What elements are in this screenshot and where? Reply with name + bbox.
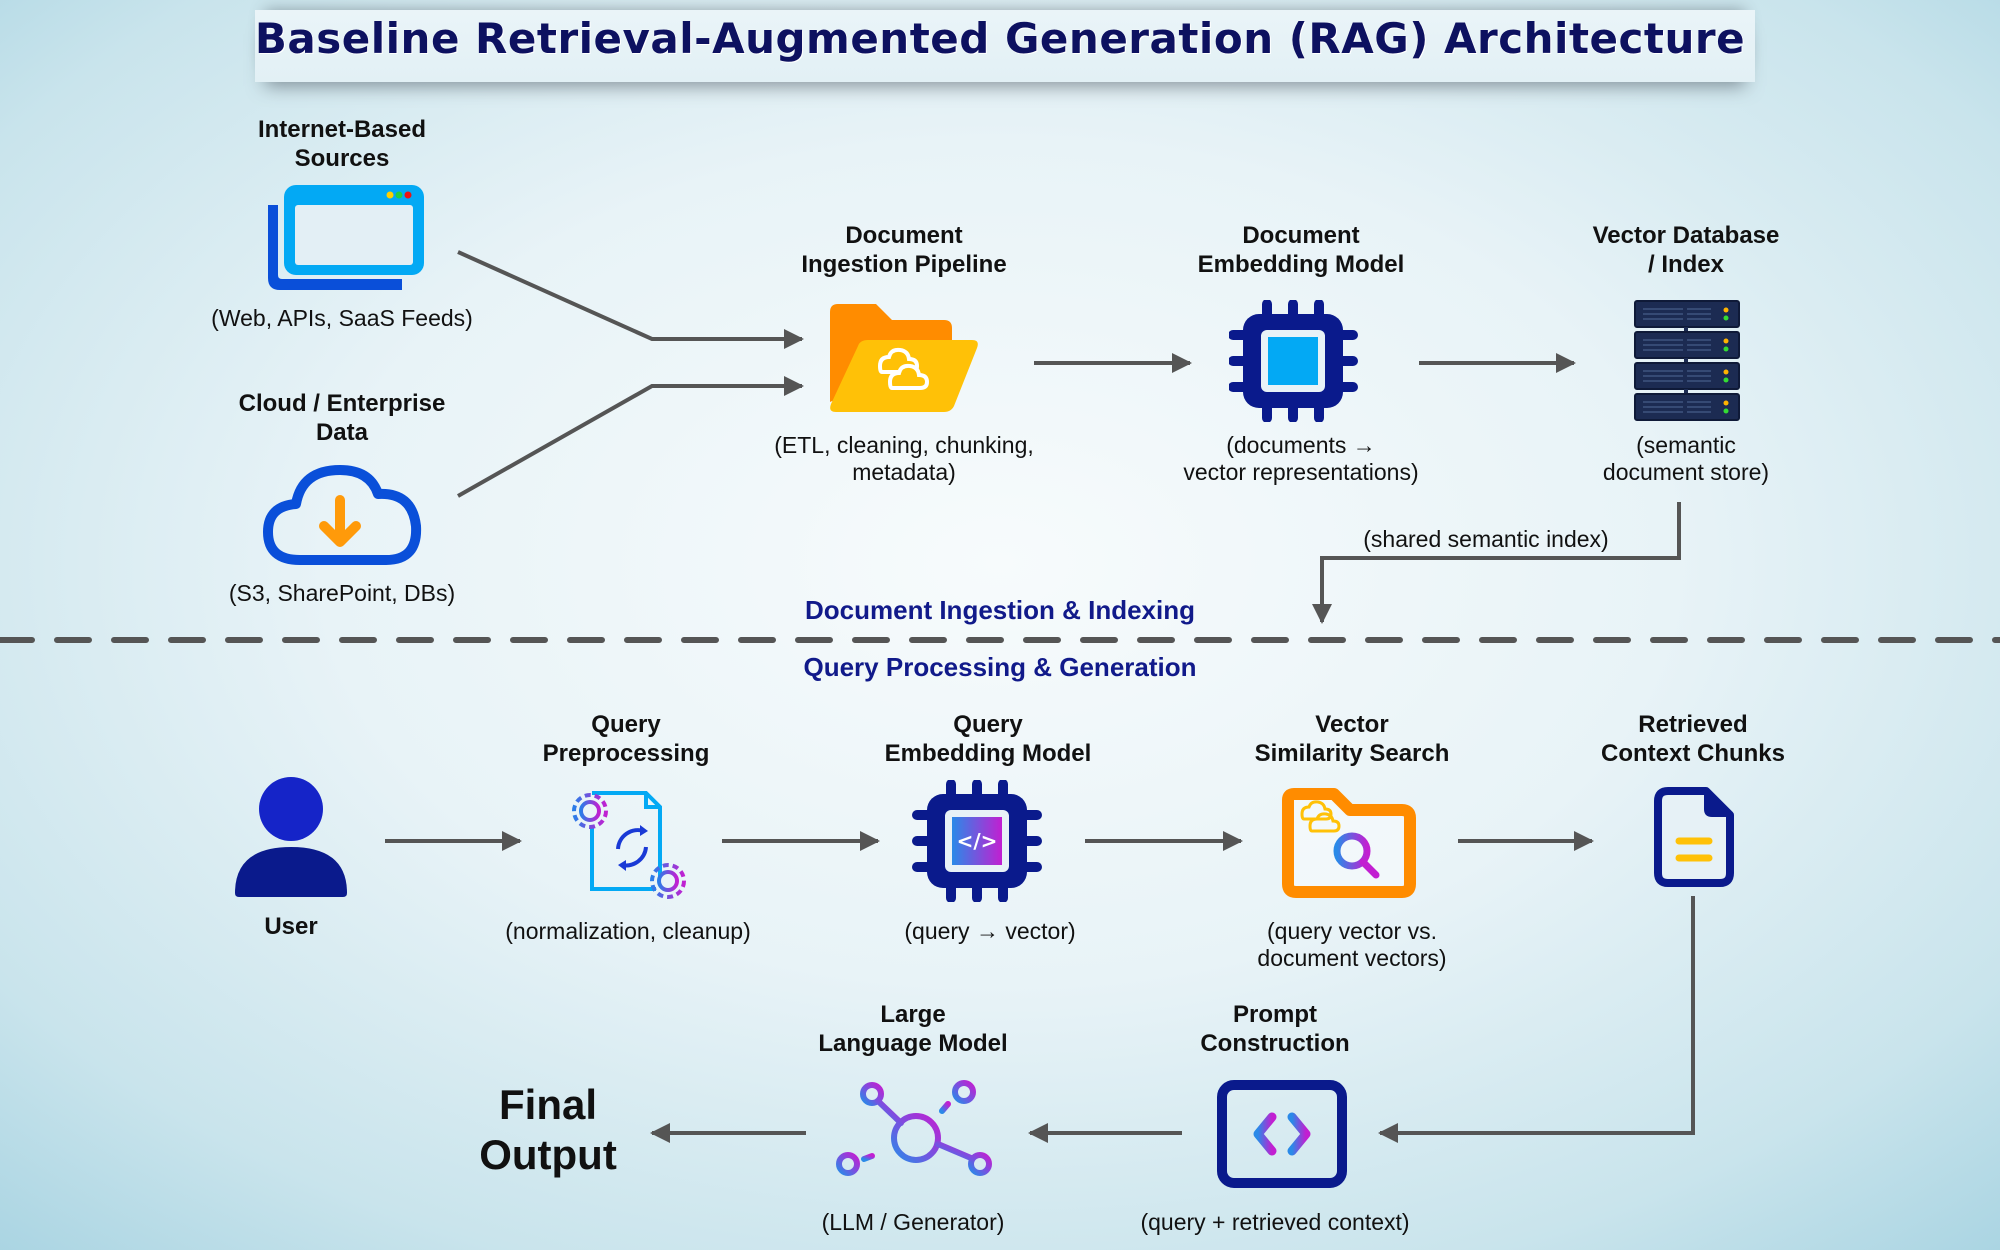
folder-cloud-icon xyxy=(830,304,978,412)
query-embedding-title: Query Embedding Model xyxy=(884,711,1092,767)
code-brackets-icon xyxy=(1217,1080,1347,1188)
preprocessing-subtitle: (normalization, cleanup) xyxy=(505,918,751,944)
preprocessing-title: Query Preprocessing xyxy=(542,711,710,767)
document-gears-icon xyxy=(572,791,686,899)
title-banner xyxy=(255,10,1755,82)
internet-sources-title: Internet-Based Sources xyxy=(257,116,427,172)
llm-subtitle: (LLM / Generator) xyxy=(821,1209,1005,1235)
prompt-construction-subtitle: (query + retrieved context) xyxy=(1140,1209,1410,1235)
llm-title: Large Language Model xyxy=(818,1001,1008,1057)
arrow-internet-to-pipeline xyxy=(457,250,804,349)
ingestion-pipeline-subtitle: (ETL, cleaning, chunking, metadata) xyxy=(774,432,1034,485)
arrow-cloud-to-pipeline xyxy=(457,376,804,498)
code-chip-icon: </> xyxy=(912,780,1042,902)
shared-index-label: (shared semantic index) xyxy=(1363,526,1609,552)
doc-embedding-subtitle: (documents → vector representations) xyxy=(1183,432,1419,485)
folder-search-icon xyxy=(1282,788,1416,898)
similarity-search-title: Vector Similarity Search xyxy=(1254,711,1450,767)
svg-text:</>: </> xyxy=(957,829,998,853)
cloud-download-icon xyxy=(263,465,422,565)
internet-sources-subtitle: (Web, APIs, SaaS Feeds) xyxy=(211,305,473,331)
document-icon xyxy=(1654,787,1734,887)
section-label-ingestion: Document Ingestion & Indexing xyxy=(804,595,1196,625)
query-embedding-subtitle: (query → vector) xyxy=(904,918,1076,944)
similarity-search-subtitle: (query vector vs. document vectors) xyxy=(1257,918,1447,971)
browser-window-icon xyxy=(268,185,424,290)
page-title: Baseline Retrieval-Augmented Generation … xyxy=(254,14,1746,63)
arrow-shared-index xyxy=(1312,502,1681,624)
section-label-query: Query Processing & Generation xyxy=(803,652,1197,682)
user-icon xyxy=(235,777,347,897)
arrow-chunks-to-prompt xyxy=(1378,896,1695,1143)
user-title: User xyxy=(264,913,318,940)
doc-embedding-title: Document Embedding Model xyxy=(1197,222,1405,278)
retrieved-chunks-title: Retrieved Context Chunks xyxy=(1600,711,1786,767)
ingestion-pipeline-title: Document Ingestion Pipeline xyxy=(801,222,1007,278)
vector-db-subtitle: (semantic document store) xyxy=(1602,432,1770,485)
vector-db-title: Vector Database / Index xyxy=(1592,222,1780,278)
final-output-label: Final Output xyxy=(479,1081,617,1178)
cloud-data-subtitle: (S3, SharePoint, DBs) xyxy=(228,580,456,606)
cloud-data-title: Cloud / Enterprise Data xyxy=(238,390,446,446)
prompt-construction-title: Prompt Construction xyxy=(1200,1001,1350,1057)
chip-icon xyxy=(1229,300,1358,422)
network-nodes-icon xyxy=(836,1080,992,1176)
server-rack-icon xyxy=(1634,300,1740,421)
